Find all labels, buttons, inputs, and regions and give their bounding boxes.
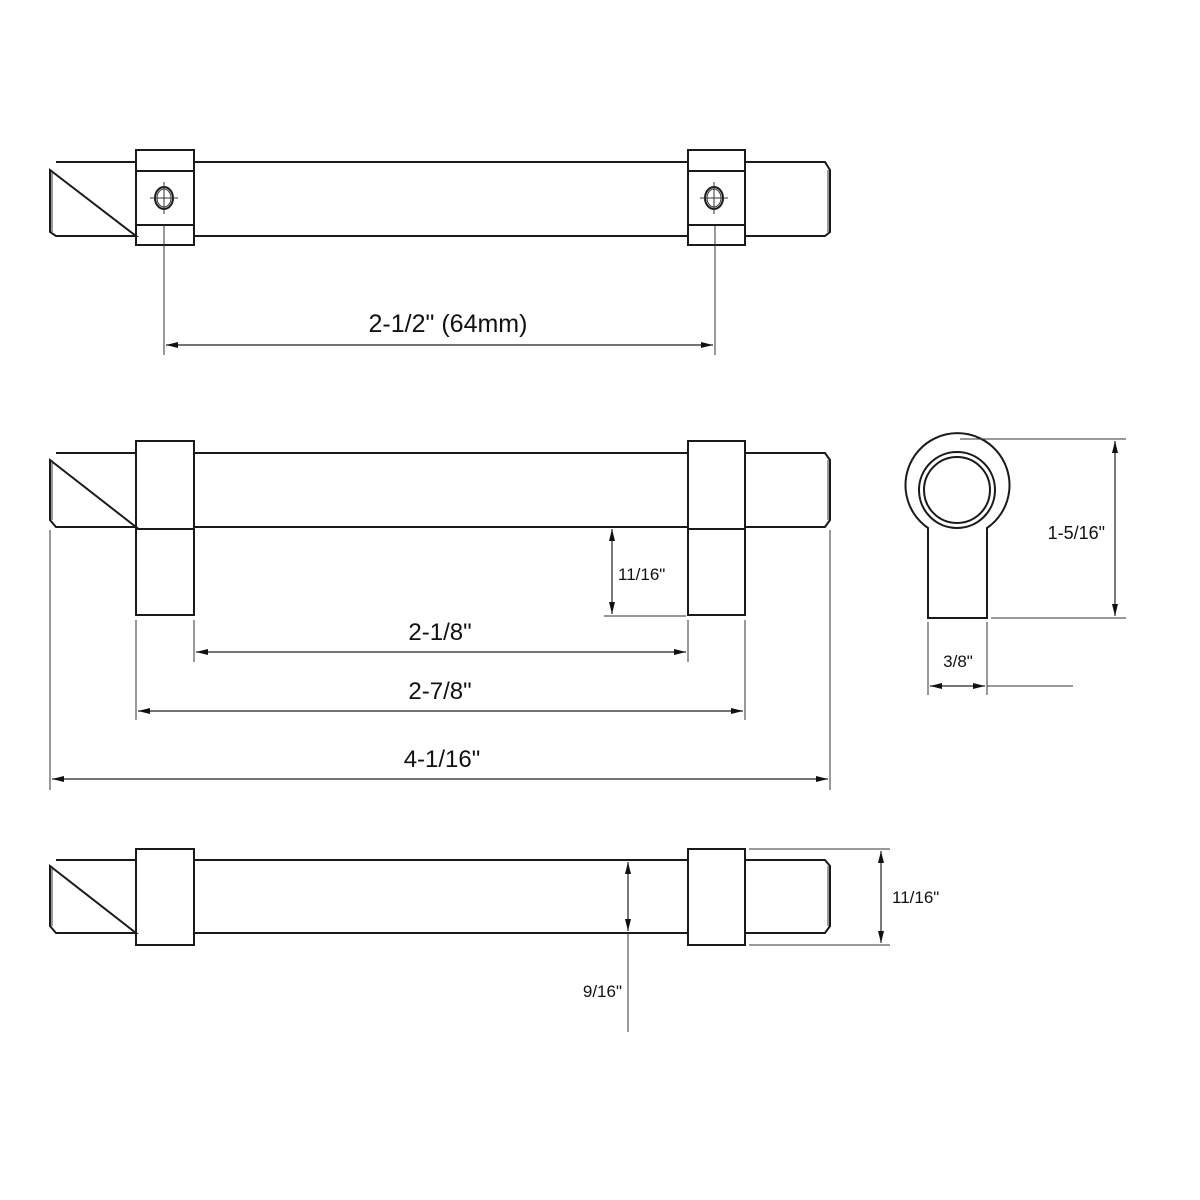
bar-diameter-label: 9/16"	[583, 982, 622, 1001]
projection-label: 1-5/16"	[1048, 523, 1105, 543]
side-profile-outline	[904, 432, 1011, 619]
post-diameter-label: 11/16"	[892, 888, 939, 907]
right-screw-hole-icon	[700, 182, 728, 214]
bottom-view: 9/16" 11/16"	[49, 848, 939, 1032]
right-post	[687, 149, 746, 246]
bar-outline	[49, 452, 831, 528]
right-post	[687, 848, 746, 946]
bar-outline	[49, 859, 831, 934]
bar-end-ring-icon	[918, 451, 996, 529]
left-post	[135, 848, 195, 946]
post-width-label: 3/8"	[943, 652, 973, 671]
outer-post-span-label: 2-7/8"	[408, 678, 471, 705]
side-view: 1-5/16" 3/8"	[904, 432, 1126, 695]
post-height-label: 11/16"	[618, 565, 665, 584]
inner-gap-label: 2-1/8"	[408, 619, 471, 646]
overall-length-label: 4-1/16"	[404, 746, 481, 773]
top-view: 2-1/2" (64mm)	[49, 149, 831, 355]
front-view: 11/16" 2-1/8" 2-7/8" 4-1/16"	[49, 440, 831, 790]
hole-spacing-label: 2-1/2" (64mm)	[369, 310, 528, 338]
left-post	[135, 149, 195, 246]
left-screw-hole-icon	[150, 182, 178, 214]
bar-outline	[49, 161, 831, 237]
